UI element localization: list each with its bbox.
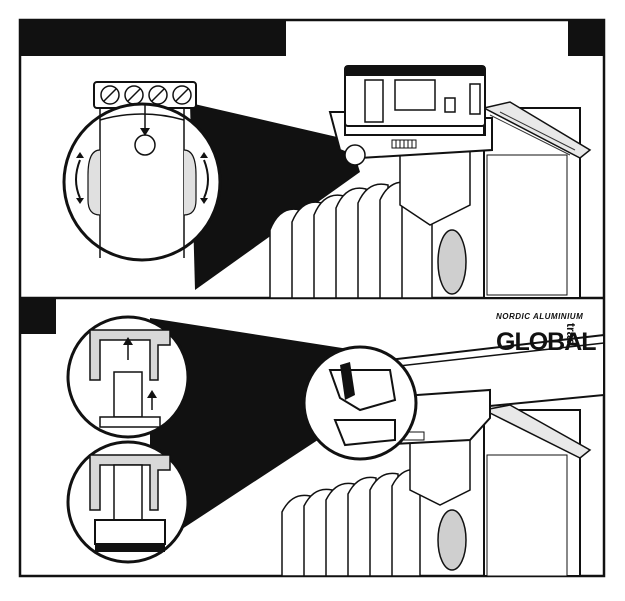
magnifier-right xyxy=(304,347,416,459)
brand-name-main: GLOBAL xyxy=(496,328,596,357)
pivot-joint xyxy=(438,230,466,294)
panel-1-step-marker xyxy=(568,20,604,56)
spotlight-housing xyxy=(484,102,590,298)
brand-name-sub: trac xyxy=(564,323,578,345)
track-adapter xyxy=(330,66,492,165)
magnifier-1 xyxy=(64,104,220,260)
magnifier-profile-2 xyxy=(68,442,188,562)
panel-1-title-bar xyxy=(20,20,286,56)
brand-name-top: NORDIC ALUMINIUM xyxy=(496,312,583,321)
spotlight-housing-2 xyxy=(484,405,590,576)
panel-2-step-marker xyxy=(20,298,56,334)
magnifier-profile-1 xyxy=(68,317,188,437)
